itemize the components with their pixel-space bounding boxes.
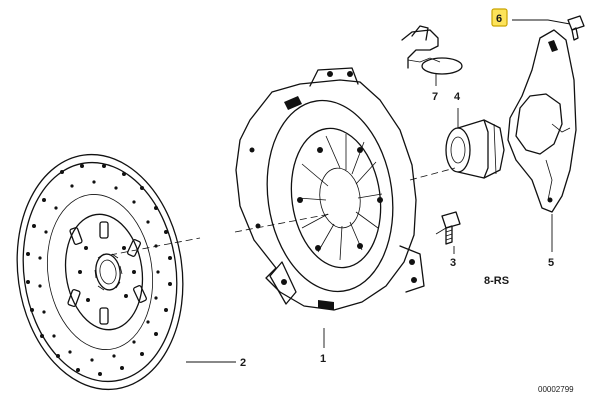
bolt (435, 211, 461, 245)
pivot-pin (567, 15, 585, 41)
callout-6-badge (491, 8, 508, 27)
clutch-disc (16, 153, 184, 391)
leader-lines (186, 19, 571, 363)
callout-5: 5 (548, 257, 554, 269)
callout-1: 1 (320, 353, 326, 365)
callout-2: 2 (240, 357, 246, 369)
release-bearing (445, 119, 505, 179)
pressure-plate (235, 67, 425, 311)
assembly-axis (109, 167, 456, 256)
callout-6: 6 (496, 13, 502, 25)
callout-7: 7 (432, 91, 438, 103)
model-label: 8-RS (484, 275, 509, 287)
retaining-clip (401, 25, 463, 75)
callout-3: 3 (450, 257, 456, 269)
drawing-number: 00002799 (538, 385, 574, 394)
release-lever (507, 29, 577, 213)
callout-6-highlight: 6 (491, 8, 508, 27)
callout-4: 4 (454, 91, 461, 103)
